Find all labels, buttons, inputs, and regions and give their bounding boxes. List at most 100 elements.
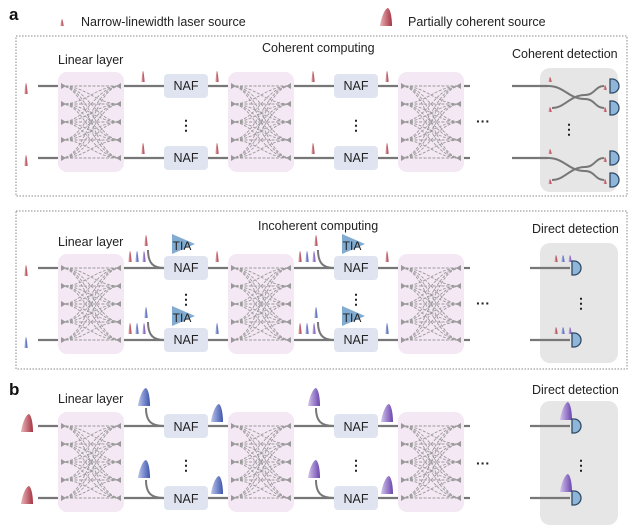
narrow-pulse-icon	[568, 327, 572, 334]
narrow-pulse-icon	[603, 179, 607, 184]
broad-pulse-icon	[138, 388, 150, 406]
mesh-node	[61, 137, 66, 143]
mesh-node	[456, 423, 461, 429]
mesh-connection	[60, 267, 122, 323]
horizontal-ellipsis: ···	[476, 295, 490, 311]
tia-amplifier-icon	[172, 234, 195, 254]
narrow-pulse-icon	[548, 179, 552, 184]
ellipses: ⋮ ⋮ ··· ⋮ ⋮ ⋮ ··· ⋮ ⋮ ⋮ ··· ⋮	[179, 113, 588, 473]
tap-waveguide	[315, 479, 335, 499]
mesh-node	[61, 319, 66, 325]
mesh-node	[116, 423, 121, 429]
naf-labels: NAF NAF NAF NAF NAF NAF NAF NAF NAF NAF …	[174, 79, 369, 506]
mesh-node	[116, 337, 121, 343]
naf-label: NAF	[174, 492, 199, 506]
naf-label: NAF	[174, 79, 199, 93]
narrow-pulse-icon	[548, 77, 552, 82]
narrow-pulse-icon	[141, 143, 145, 154]
mesh-node	[401, 423, 406, 429]
naf-label: NAF	[174, 420, 199, 434]
mesh-connection	[230, 267, 292, 305]
mesh-connection	[230, 85, 292, 123]
legend-narrow-label: Narrow-linewidth laser source	[81, 15, 246, 29]
naf-label: NAF	[344, 79, 369, 93]
broad-pulse-icon	[560, 474, 572, 492]
mesh-node	[456, 301, 461, 307]
mesh-connection	[230, 443, 292, 481]
mesh-connection	[400, 285, 462, 323]
mesh-connection	[60, 285, 122, 341]
mesh-connection	[400, 103, 462, 141]
linear-layer-mesh	[58, 254, 124, 354]
coherent-computing-title: Coherent computing	[262, 41, 375, 55]
vertical-ellipsis: ⋮	[562, 121, 576, 137]
mesh-node	[286, 301, 291, 307]
narrow-pulse-icon	[554, 327, 558, 334]
mesh-connection	[400, 285, 462, 341]
mesh-connection	[60, 103, 122, 141]
mesh-connection	[400, 139, 462, 159]
mesh-connection	[230, 139, 292, 159]
legend-partial-label: Partially coherent source	[408, 15, 546, 29]
mesh-node	[286, 155, 291, 161]
mesh-node	[61, 283, 66, 289]
mesh-connection	[60, 121, 122, 159]
mesh-node	[61, 265, 66, 271]
naf-label: NAF	[174, 333, 199, 347]
tia-label: TIA	[343, 239, 362, 253]
mesh-node	[401, 283, 406, 289]
mesh-connection	[230, 479, 292, 499]
mesh-node	[116, 137, 121, 143]
tap-waveguide	[145, 407, 165, 427]
narrow-pulse-icon	[568, 255, 572, 262]
mesh-connection	[230, 103, 292, 141]
mesh-node	[61, 337, 66, 343]
vertical-ellipsis: ⋮	[574, 457, 588, 473]
narrow-pulse-icon	[142, 323, 146, 334]
tap-waveguide	[315, 407, 335, 427]
mesh-connection	[230, 121, 292, 159]
mesh-node	[401, 137, 406, 143]
narrow-pulse-icon	[135, 251, 139, 262]
mesh-node	[456, 319, 461, 325]
directional-coupler	[547, 157, 605, 181]
mesh-connection	[60, 85, 122, 123]
mesh-connection	[400, 443, 462, 481]
narrow-pulse-icon	[554, 255, 558, 262]
linear-layer-mesh	[228, 412, 294, 512]
mesh-node	[401, 265, 406, 271]
mesh-node	[116, 477, 121, 483]
mesh-node	[456, 337, 461, 343]
mesh-connection	[400, 425, 462, 463]
narrow-pulse-icon	[60, 19, 64, 26]
naf-box	[164, 74, 208, 98]
vertical-ellipsis: ⋮	[179, 291, 193, 307]
mesh-node	[231, 137, 236, 143]
photodetector-icon	[571, 260, 582, 276]
mesh-node	[456, 83, 461, 89]
panel-a-letter: a	[9, 5, 19, 24]
mesh-node	[401, 441, 406, 447]
linear-layer-mesh	[398, 72, 464, 172]
mesh-node	[286, 137, 291, 143]
mesh-connection	[230, 85, 292, 141]
coherent-computing-frame	[15, 35, 628, 197]
narrow-pulse-icon	[142, 251, 146, 262]
mesh-connection	[60, 321, 122, 341]
mesh-node	[401, 101, 406, 107]
naf-box	[334, 146, 378, 170]
mesh-node	[456, 441, 461, 447]
tia-label: TIA	[173, 239, 192, 253]
mesh-connection	[400, 443, 462, 499]
mesh-node	[401, 155, 406, 161]
mesh-node	[456, 137, 461, 143]
mesh-connection	[60, 103, 122, 159]
mesh-node	[286, 283, 291, 289]
photodetector-icon	[609, 172, 620, 188]
mesh-node	[61, 119, 66, 125]
linear-layer-mesh	[58, 72, 124, 172]
mesh-connection	[400, 85, 462, 141]
broad-pulse-icon	[138, 460, 150, 478]
mesh-node	[456, 495, 461, 501]
narrow-pulse-icon	[603, 107, 607, 112]
